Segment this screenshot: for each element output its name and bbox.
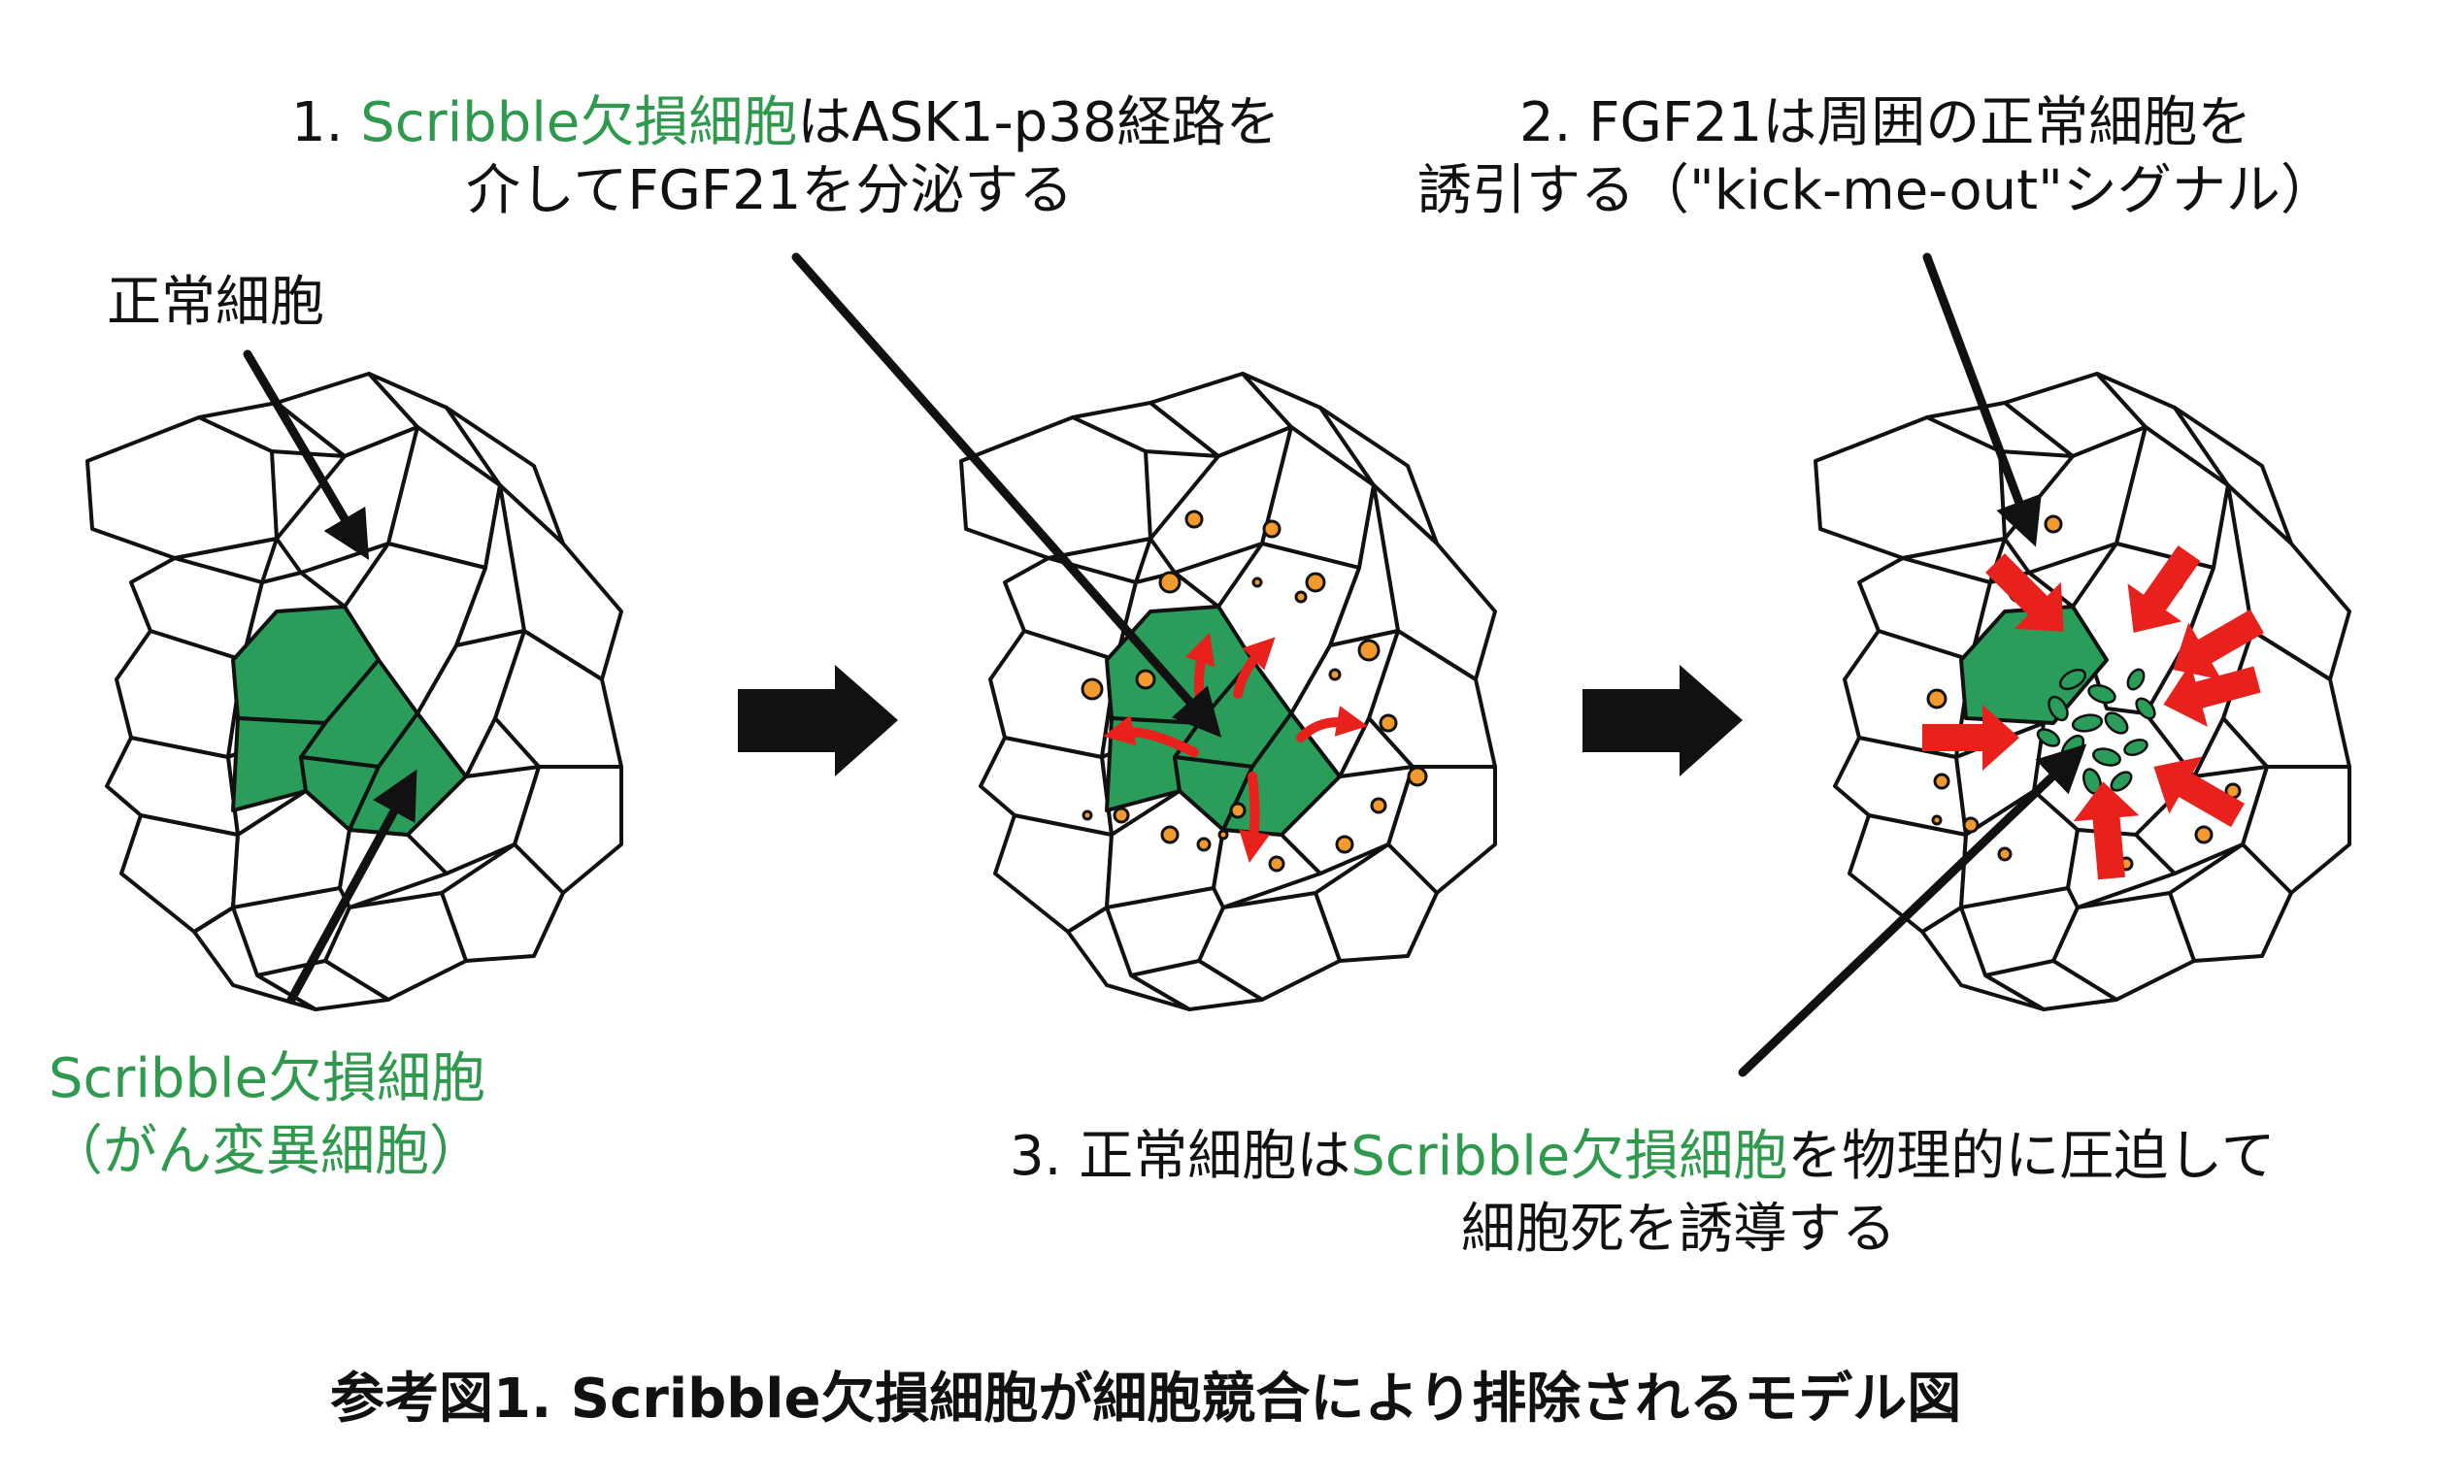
step2-pointer [1922,252,2042,547]
mutant-cell-label-line2: （がん変異細胞） [49,1120,483,1183]
step-arrow-1 [738,665,898,776]
compression-arrows [1922,544,2264,880]
fgf21-particles [1081,510,1428,873]
normal-cell-pointer [243,349,370,561]
normal-cell-label: 正常細胞 [107,271,324,334]
step1-label-line1: 1. Scribble欠損細胞はASK1-p38経路を [291,91,1280,154]
step2-label-line2: 誘引する（"kick-me-out"シグナル） [1417,159,2335,222]
panel-2-tissue [959,372,1497,1011]
apoptotic-fragments [2036,668,2156,795]
mutant-cell-pointer [286,769,417,1005]
panel-3-tissue [1814,372,2351,1011]
step-arrow-2 [1582,665,1743,776]
step1-pointer [791,252,1222,738]
step2-label-line1: 2. FGF21は周囲の正常細胞を [1519,91,2251,154]
step3-pointer [1738,743,2087,1077]
panel-1-tissue [85,372,623,1011]
step3-label-line1: 3. 正常細胞はScribble欠損細胞を物理的に圧迫して [1010,1125,2276,1188]
mutant-cell-label-line1: Scribble欠損細胞 [49,1047,485,1110]
figure-caption: 参考図1. Scribble欠損細胞が細胞競合により排除されるモデル図 [330,1368,1961,1431]
step3-label-line2: 細胞死を誘導する [1461,1198,1896,1261]
step1-label-line2: 介してFGF21を分泌する [466,159,1073,222]
